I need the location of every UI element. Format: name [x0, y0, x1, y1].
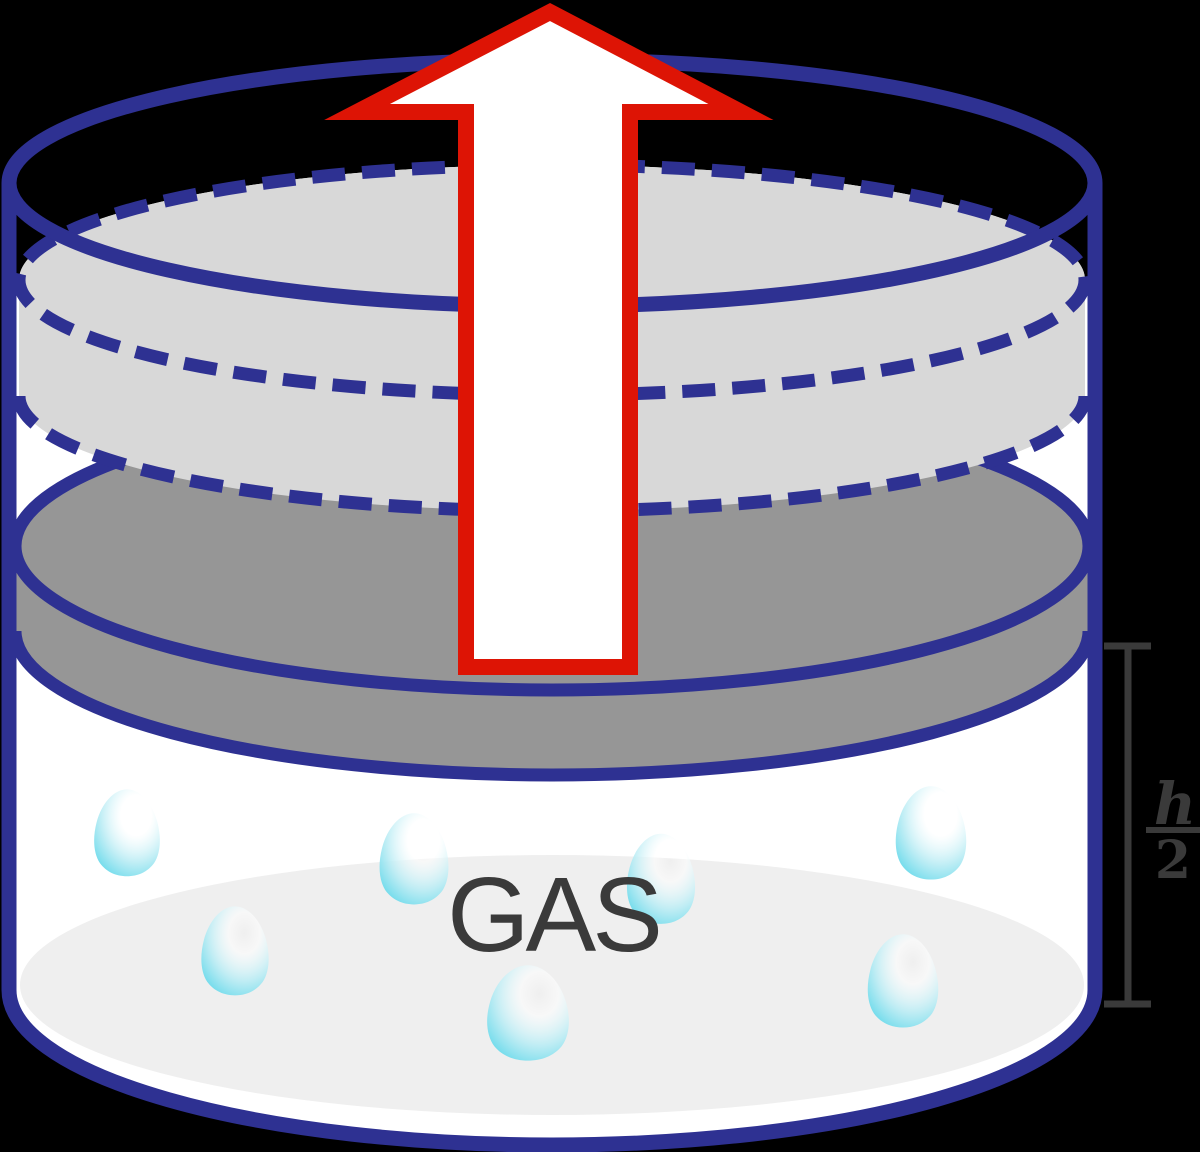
height-bracket [1104, 642, 1151, 1008]
height-fraction-bar [1146, 827, 1200, 833]
height-fraction-denominator: 2 [1155, 830, 1191, 891]
height-fraction: h 2 [1146, 770, 1200, 891]
height-fraction-numerator: h [1154, 770, 1196, 838]
cylinder-wall-outline [1, 183, 1103, 1152]
piston-bottom-edge-outline [8, 630, 1096, 782]
up-arrow [324, 2, 774, 675]
gas-label: GAS [447, 856, 659, 974]
